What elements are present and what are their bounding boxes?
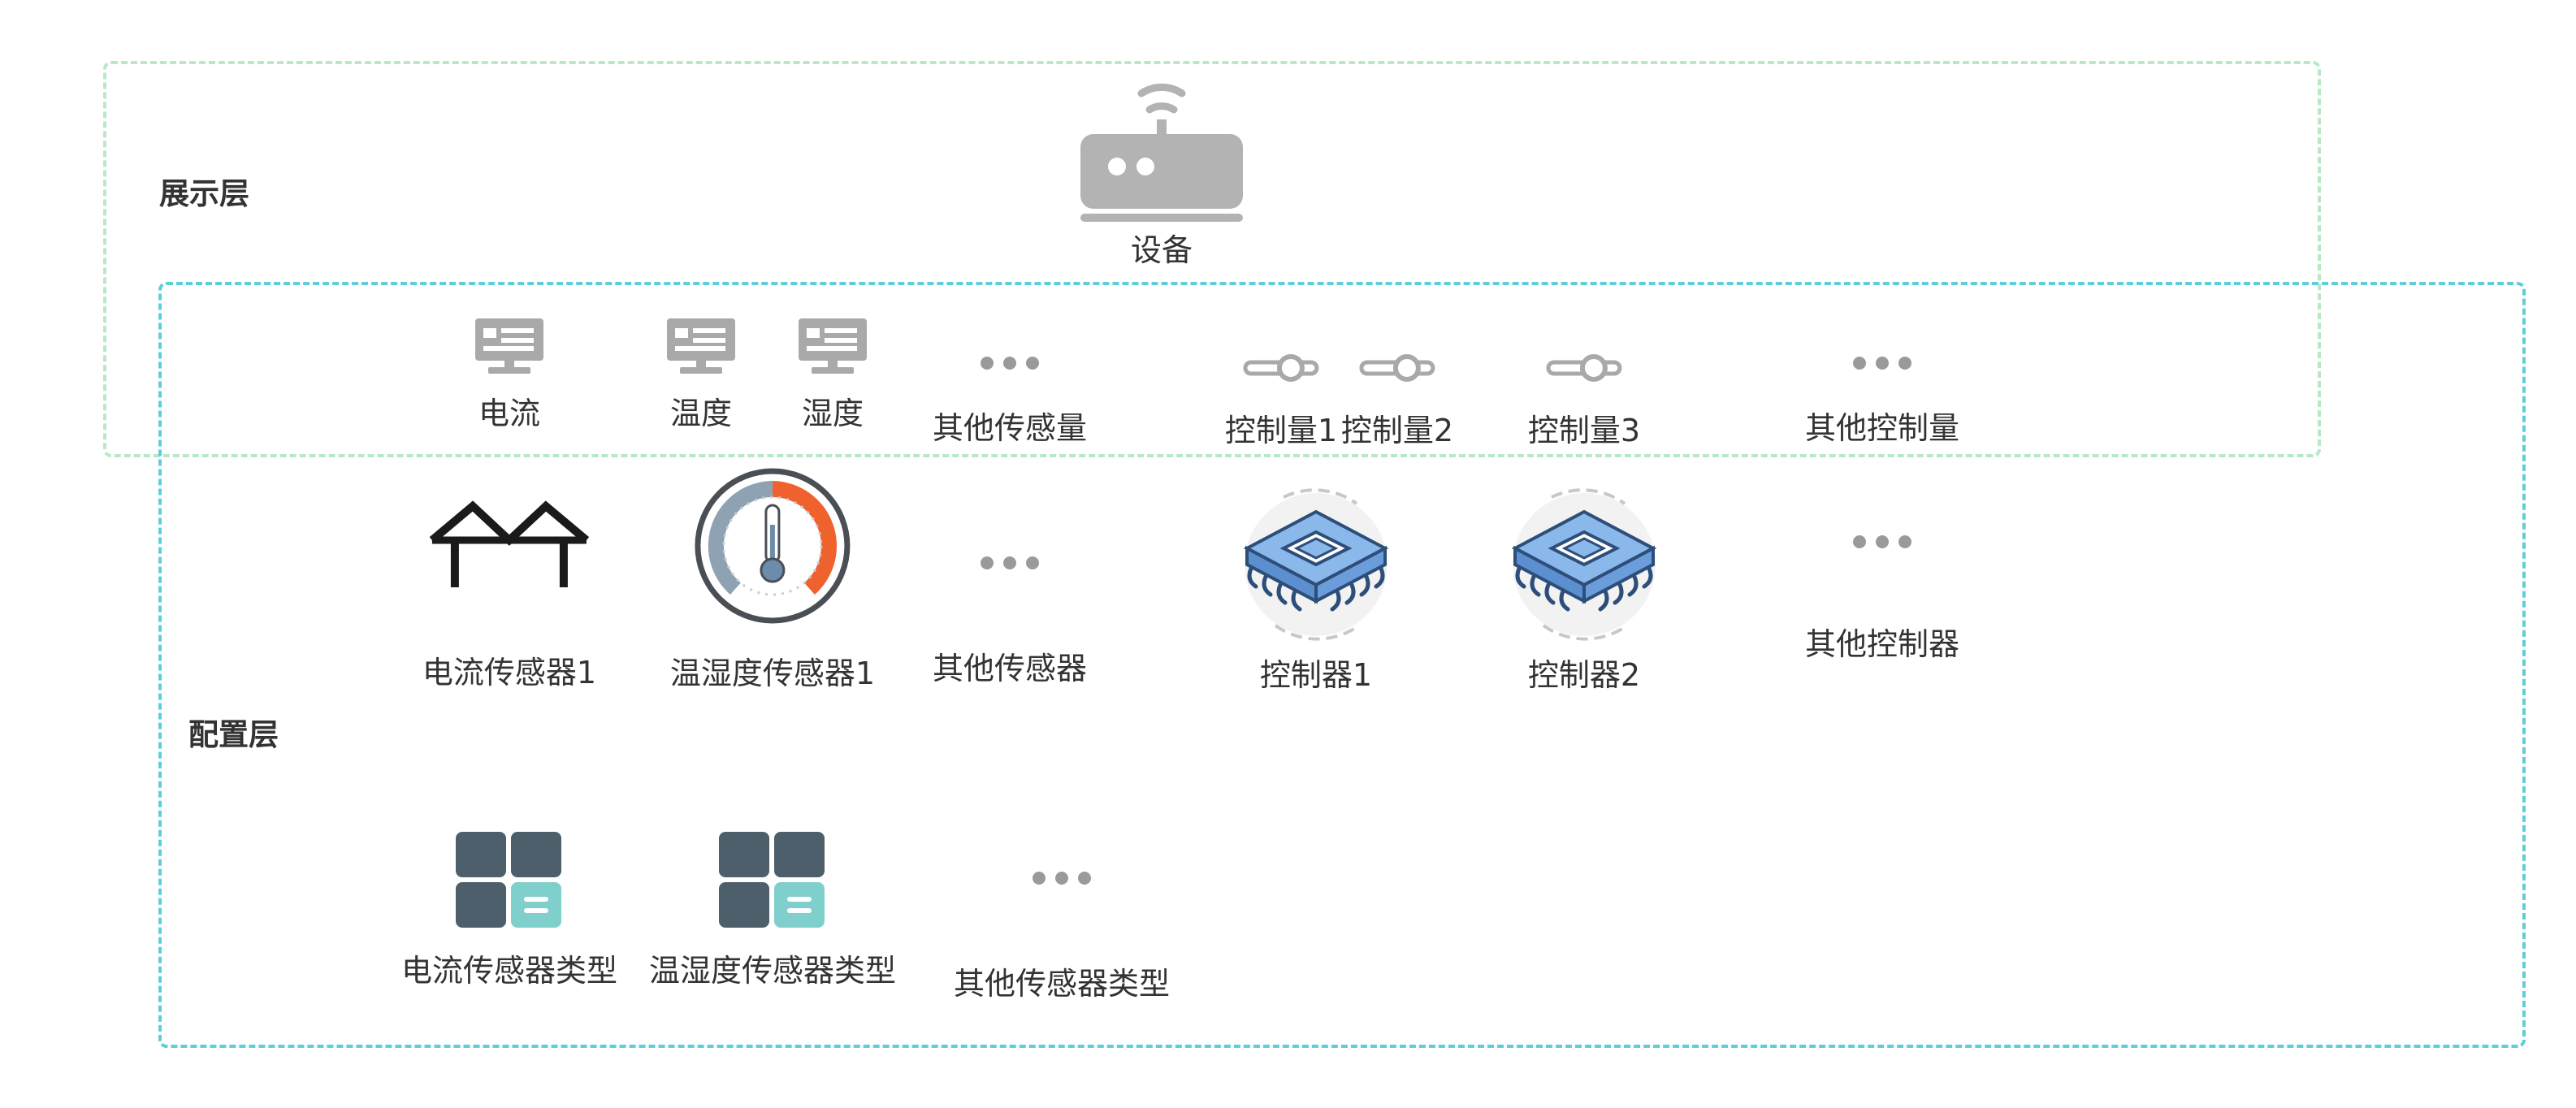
monitor-icon [799,318,867,374]
chip-icon [1243,488,1389,641]
sensor-current-1[interactable]: 电流传感器1 [422,500,596,691]
chip-icon [1511,488,1657,641]
controller-2[interactable]: 控制器2 [1503,487,1665,694]
variable-label: 温度 [669,396,732,431]
controller-label: 其他控制器 [1804,626,1960,662]
sensor-label: 其他传感器 [932,651,1088,686]
grid-card-icon [718,832,825,928]
sensor-variable-humidity[interactable]: 湿度 [795,317,870,432]
variable-label: 其他控制量 [1804,410,1960,446]
device-node[interactable]: 设备 [1076,69,1247,269]
sensor-label: 温湿度传感器1 [669,656,876,691]
sensor-variable-temperature[interactable]: 温度 [664,317,738,432]
controller-other[interactable]: 其他控制器 [1805,530,1959,663]
config-layer-label: 配置层 [188,717,279,752]
switch-icon [1243,354,1319,382]
sensor-type-label: 温湿度传感器类型 [648,953,897,989]
ellipsis-icon [1805,351,1959,375]
thermometer-gauge-icon [695,468,851,624]
sensor-other[interactable]: 其他传感器 [933,551,1087,687]
sensor-variable-current[interactable]: 电流 [472,317,547,432]
variable-label: 控制量3 [1527,413,1641,448]
sensor-temp-humidity-1[interactable]: 温湿度传感器1 [670,466,875,692]
variable-label: 控制量2 [1340,413,1454,448]
controller-1[interactable]: 控制器1 [1235,487,1397,694]
config-layer-box [158,282,2526,1048]
variable-label: 控制量1 [1224,413,1338,448]
controller-label: 控制器1 [1259,657,1373,693]
variable-label: 其他传感量 [932,410,1088,446]
sensor-type-label: 其他传感器类型 [953,966,1171,1002]
bridge-icon [429,500,590,587]
control-variable-3[interactable]: 控制量3 [1528,353,1640,449]
router-icon [1080,83,1243,222]
sensor-type-current[interactable]: 电流传感器类型 [401,829,617,989]
ellipsis-icon [954,866,1170,890]
variable-label: 电流 [478,396,540,431]
control-variable-2[interactable]: 控制量2 [1341,353,1453,449]
sensor-type-other[interactable]: 其他传感器类型 [954,866,1170,1002]
control-variable-other[interactable]: 其他控制量 [1805,351,1959,447]
sensor-type-label: 电流传感器类型 [400,953,618,989]
sensor-type-temp-humidity[interactable]: 温湿度传感器类型 [649,829,896,989]
switch-icon [1546,354,1622,382]
ellipsis-icon [933,551,1087,575]
grid-card-icon [455,832,561,928]
sensor-label: 电流传感器1 [422,655,597,690]
ellipsis-icon [1805,530,1959,554]
display-layer-box [103,61,2321,457]
switch-icon [1359,354,1435,382]
monitor-icon [475,318,543,374]
controller-label: 控制器2 [1527,657,1641,693]
display-layer-label: 展示层 [159,176,249,211]
monitor-icon [667,318,735,374]
ellipsis-icon [933,351,1087,375]
device-label: 设备 [1130,232,1193,268]
control-variable-1[interactable]: 控制量1 [1225,353,1337,449]
variable-label: 湿度 [801,396,864,431]
sensor-variable-other[interactable]: 其他传感量 [933,351,1087,447]
